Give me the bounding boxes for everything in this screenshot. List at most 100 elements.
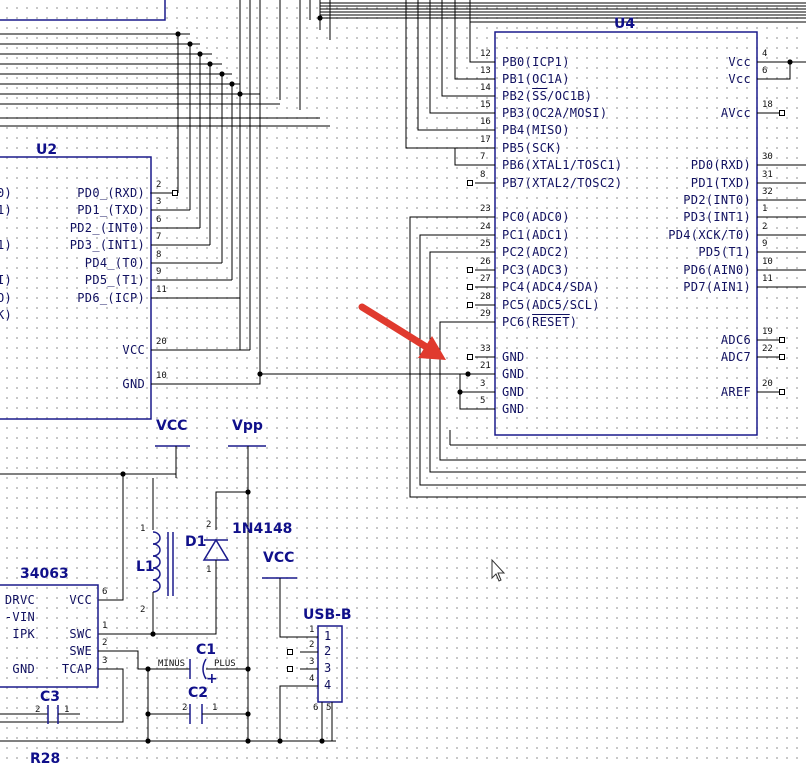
pin-name-overline: RESET: [532, 315, 570, 329]
u4-ref: U4: [614, 16, 636, 32]
u4-pin-number: 29: [480, 309, 491, 319]
u4-pin-number: 26: [480, 257, 491, 267]
u4-pin-name: PC4(ADC4/SDA): [502, 280, 600, 294]
diode-body: [202, 538, 230, 561]
u4-pin-number: 6: [762, 66, 768, 76]
u4-pin-number: 11: [762, 274, 773, 284]
u4-pin-number: 33: [480, 344, 491, 354]
pin-name-part: /OC1B): [547, 89, 593, 103]
u4-pin-number: 25: [480, 239, 491, 249]
inductor-coil: [152, 543, 161, 557]
l1-pin2: 2: [140, 605, 146, 615]
l1-pin1: 1: [140, 524, 146, 534]
u4-pin-name: PD5(T1): [698, 245, 751, 259]
usb-pin-number-outer: 2: [309, 640, 315, 650]
c1-plus-label: PLUS: [214, 659, 236, 669]
c2-pin1: 1: [212, 703, 218, 713]
junction-dot: [197, 51, 203, 57]
u4-pin-name: PB5(SCK): [502, 141, 563, 155]
u4-pin-number: 31: [762, 170, 773, 180]
u2-pin-number: 2: [156, 180, 162, 190]
annotation-arrow-head: [418, 336, 446, 360]
pc6-wire: [439, 321, 806, 461]
annotation-arrow-shaft: [358, 303, 432, 352]
ic34063-pin-name: DRVC: [4, 593, 35, 607]
u4-pin-name: PC3(ADC3): [502, 263, 570, 277]
u4-pin-number: 9: [762, 239, 768, 249]
u4-pin-number: 15: [480, 100, 491, 110]
u4-pin-number: 20: [762, 379, 773, 389]
u4-pin-number: 14: [480, 83, 491, 93]
u4-pin-name: PC1(ADC1): [502, 228, 570, 242]
u4-pin-number: 3: [480, 379, 486, 389]
usb-ref: USB-B: [303, 607, 352, 623]
u4-pin-name: GND: [502, 385, 525, 399]
u2-pin-name: CK): [0, 308, 12, 322]
pin-name-part: ): [569, 315, 578, 329]
u2-pin-number: 11: [156, 285, 167, 295]
r28-ref: R28: [30, 751, 61, 766]
u4-pin-number: 8: [480, 170, 486, 180]
u4-pin-number: 17: [480, 135, 491, 145]
c3-pin2: 2: [35, 705, 41, 715]
ic34063-pin-name: SWC: [69, 627, 92, 641]
nc-pin-marker: [779, 354, 785, 360]
vcc-label-1: VCC: [156, 418, 188, 434]
u4-pin-name: ADC6: [720, 333, 751, 347]
u4-pin-name: PB0(ICP1): [502, 55, 570, 69]
ic34063-pin-name: TCAP: [61, 662, 92, 676]
nc-pin-marker: [779, 337, 785, 343]
junction-dot: [207, 61, 213, 67]
u4-pb-wire: [405, 0, 495, 149]
u2-pin-number: 10: [156, 371, 167, 381]
u4-pin-number: 2: [762, 222, 768, 232]
wire: [215, 491, 248, 530]
nc-pin-marker: [467, 354, 473, 360]
nc-pin-marker: [467, 302, 473, 308]
ic34063-pin-number: 2: [102, 638, 108, 648]
junction-dot: [245, 738, 251, 744]
ic34063-body: [0, 584, 99, 688]
u4-pin-number: 12: [480, 49, 491, 59]
u4-pin-name: GND: [502, 367, 525, 381]
nc-pin-marker: [467, 180, 473, 186]
u4-pin-number: 7: [480, 152, 486, 162]
u4-pin-name: PB4(MISO): [502, 123, 570, 137]
u2-pin-name: PD2_(INT0): [69, 221, 145, 235]
u4-pin-number: 4: [762, 49, 768, 59]
u2-pin-number: 8: [156, 250, 162, 260]
inductor-coil: [152, 579, 161, 593]
pc1-wire: [419, 234, 806, 486]
ic34063-pin-number: 1: [102, 621, 108, 631]
u4-pin-name: PC6(RESET): [502, 316, 577, 328]
u2-pin-name: N1): [0, 203, 12, 217]
ic34063-pin-name: VCC: [69, 593, 92, 607]
ic34063-pin-name: IPK: [12, 627, 35, 641]
u2-pin-name: VCC: [122, 343, 145, 357]
c1-minus-label: MINUS: [158, 659, 186, 669]
u2-gnd-wire: [173, 374, 261, 385]
u2-pin-number: 20: [156, 337, 167, 347]
u4-pin-name: PB7(XTAL2/TOSC2): [502, 176, 623, 190]
u4-pin-name: PB2(SS/OC1B): [502, 90, 592, 102]
u2-pin-number: 3: [156, 197, 162, 207]
u4-pin-name: PD1(TXD): [690, 176, 751, 190]
l1-ref: L1: [136, 559, 155, 575]
u4-pb-wire: [429, 0, 495, 114]
u4-pin-number: 22: [762, 344, 773, 354]
c1-ref: C1: [196, 642, 217, 658]
u4-pin-number: 18: [762, 100, 773, 110]
junction-dot: [175, 31, 181, 37]
u2-pin-name: PD4_(T0): [84, 256, 145, 270]
u2-pin-name: PD5_(T1): [84, 273, 145, 287]
u2-pin-name: C1): [0, 238, 12, 252]
c2-ref: C2: [188, 685, 209, 701]
wire: [98, 560, 217, 635]
swe-wire: [98, 650, 190, 670]
cap-plate-curved: [202, 658, 207, 680]
u2-pin-name: SO): [0, 291, 12, 305]
usb-shield-pin: 6: [313, 703, 319, 713]
d1-pin1: 1: [206, 565, 212, 575]
